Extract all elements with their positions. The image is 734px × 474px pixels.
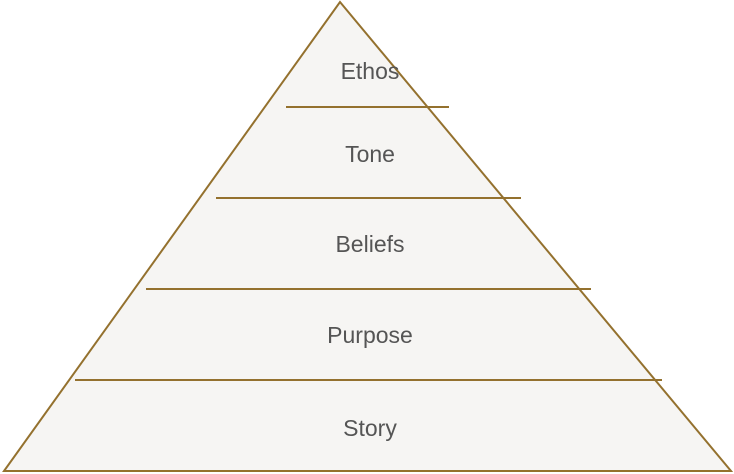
tier-label-tone: Tone — [345, 141, 395, 167]
tier-label-story: Story — [343, 415, 397, 441]
tier-label-ethos: Ethos — [340, 58, 400, 84]
tier-label-beliefs: Beliefs — [335, 231, 405, 257]
tier-label-purpose: Purpose — [327, 322, 413, 348]
